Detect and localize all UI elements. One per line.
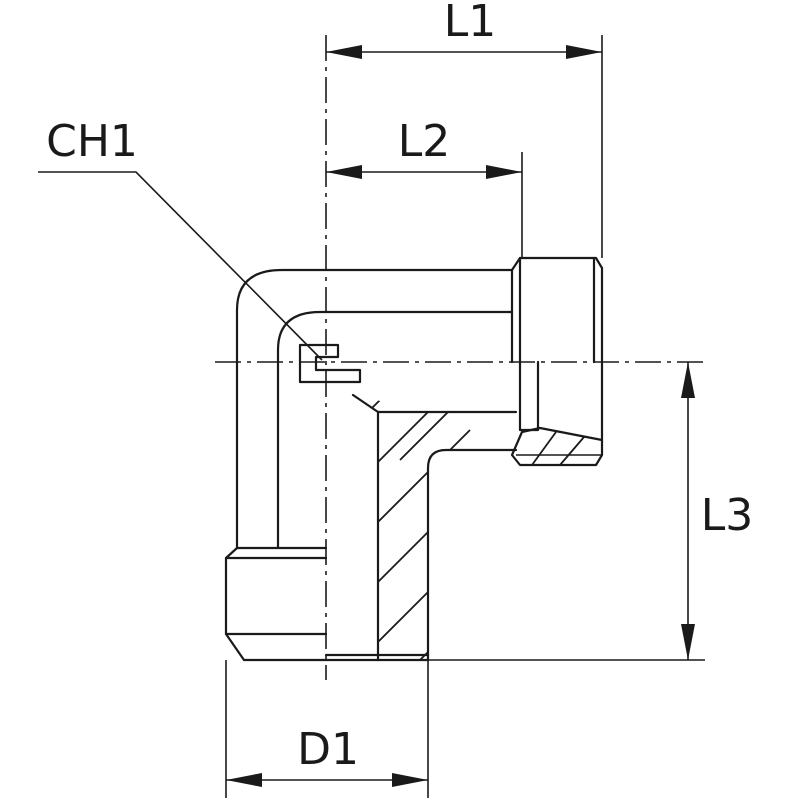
section-hatching <box>353 395 516 660</box>
bottom-port-outline <box>224 546 328 662</box>
dimension-d1: D1 <box>225 660 429 798</box>
bore-left-line <box>351 393 380 662</box>
ch1-flat-marker <box>298 343 362 384</box>
port-lower-contour <box>510 360 604 467</box>
d1-arrow-left <box>226 773 262 787</box>
l3-arrow-bottom <box>681 624 695 660</box>
l1-arrow-left <box>326 45 362 59</box>
dimension-l3: L3 <box>428 362 754 661</box>
inner-contour <box>276 310 514 550</box>
l2-label: L2 <box>398 116 451 167</box>
l2-arrow-left <box>326 165 362 179</box>
elbow-body <box>235 268 518 662</box>
bore-right-line <box>426 448 518 662</box>
l2-arrow-right <box>486 165 522 179</box>
ch1-leader-line <box>38 171 323 361</box>
dimension-l1: L1 <box>326 0 603 258</box>
outer-contour <box>235 268 514 550</box>
dimension-ch1: CH1 <box>38 116 323 361</box>
port-lower-left <box>518 360 540 432</box>
ch1-label: CH1 <box>46 116 138 167</box>
centerlines <box>215 35 705 680</box>
bottom-port <box>224 546 430 662</box>
port-top <box>510 256 604 364</box>
right-port <box>510 256 604 467</box>
l3-label: L3 <box>701 490 754 541</box>
l1-label: L1 <box>444 0 497 47</box>
l3-arrow-top <box>681 362 695 398</box>
dimension-l2: L2 <box>326 116 523 258</box>
d1-arrow-right <box>392 773 428 787</box>
d1-label: D1 <box>297 724 359 775</box>
l1-arrow-right <box>566 45 602 59</box>
